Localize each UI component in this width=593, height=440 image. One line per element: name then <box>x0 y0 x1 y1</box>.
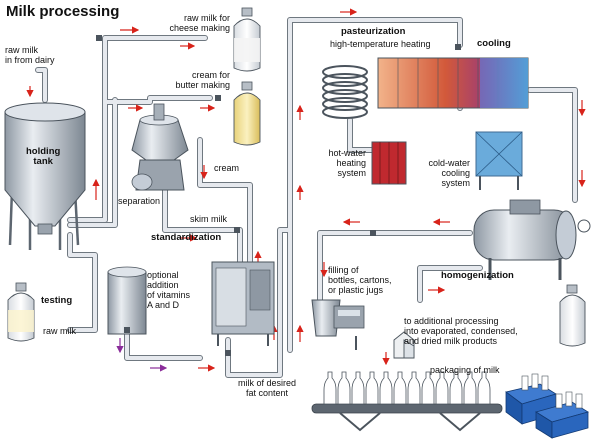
label-cream-butter: cream for butter making <box>175 70 230 90</box>
label-raw-milk-cheese: raw milk for cheese making <box>169 13 230 33</box>
label-pasteurization: pasteurization <box>341 26 406 37</box>
holding-tank <box>4 102 86 250</box>
cream-can-butter <box>233 81 261 146</box>
vitamin-arrows <box>116 338 168 372</box>
label-high-temp: high-temperature heating <box>330 39 431 49</box>
label-raw-milk: raw milk <box>43 326 76 336</box>
carton-and-jug <box>393 331 415 359</box>
label-vitamins: optional addition of vitamins A and D <box>147 270 191 310</box>
milk-can-testing <box>7 282 35 342</box>
label-additional-processing: to additional processing into evaporated… <box>404 316 518 346</box>
label-homogenization: homogenization <box>441 270 514 281</box>
label-packaging: packaging of milk <box>430 365 500 375</box>
valves <box>96 35 461 356</box>
diagram-title: Milk processing <box>6 3 120 20</box>
label-filling: filling of bottles, cartons, or plastic … <box>328 265 392 295</box>
heating-coil <box>322 65 368 119</box>
label-milk-fat-content: milk of desired fat content <box>237 378 297 398</box>
milk-can-additional <box>559 284 586 347</box>
bottle-crates <box>505 373 589 439</box>
standardization-unit <box>211 261 275 346</box>
label-testing: testing <box>41 295 73 306</box>
label-cream: cream <box>214 163 240 173</box>
separator-centrifuge <box>131 103 189 191</box>
label-raw-milk-in: raw milk in from dairy <box>5 45 55 65</box>
pasteurizer-plates <box>377 57 529 109</box>
milk-bottles <box>323 371 491 405</box>
vitamin-tank <box>107 266 147 335</box>
conveyor <box>311 403 503 432</box>
filling-machine <box>311 299 365 350</box>
label-hot-water-system: hot-water heating system <box>328 148 366 178</box>
label-standardization: standardization <box>151 232 222 243</box>
homogenizer <box>473 199 591 280</box>
cold-water-cooling-system <box>475 131 523 190</box>
hot-water-heating-system <box>371 141 407 185</box>
label-skim-milk: skim milk <box>190 214 227 224</box>
label-cold-water-system: cold-water cooling system <box>428 158 470 188</box>
label-separation: separation <box>118 196 161 206</box>
label-cooling: cooling <box>477 38 511 49</box>
milk-can-cheese <box>233 7 261 72</box>
label-holding-tank: holding tank <box>26 146 61 167</box>
